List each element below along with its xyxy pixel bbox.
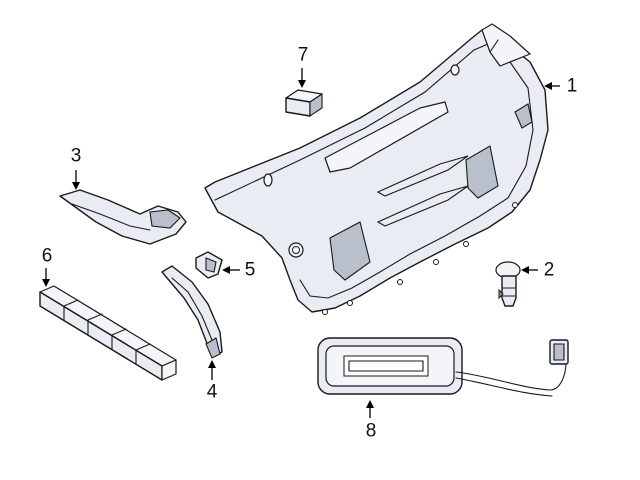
lamp-assembly [317, 337, 569, 397]
insulator-strip [39, 285, 177, 381]
callout-leaders [42, 68, 560, 418]
callout-number-6: 6 [41, 245, 53, 267]
callout-number-3: 3 [70, 145, 82, 167]
callout-number-7: 7 [297, 44, 309, 66]
callout-number-1: 1 [566, 75, 578, 97]
callout-number-5: 5 [244, 259, 256, 281]
callout-number-2: 2 [543, 259, 555, 281]
push-clip [495, 261, 521, 307]
callout-number-4: 4 [206, 381, 218, 403]
trunk-lid-trim-panel [204, 23, 549, 315]
bumper-block [285, 89, 323, 118]
trim-cap [195, 251, 223, 279]
callout-number-8: 8 [365, 420, 377, 442]
side-trim-piece [59, 189, 187, 245]
pillar-trim [161, 265, 223, 359]
